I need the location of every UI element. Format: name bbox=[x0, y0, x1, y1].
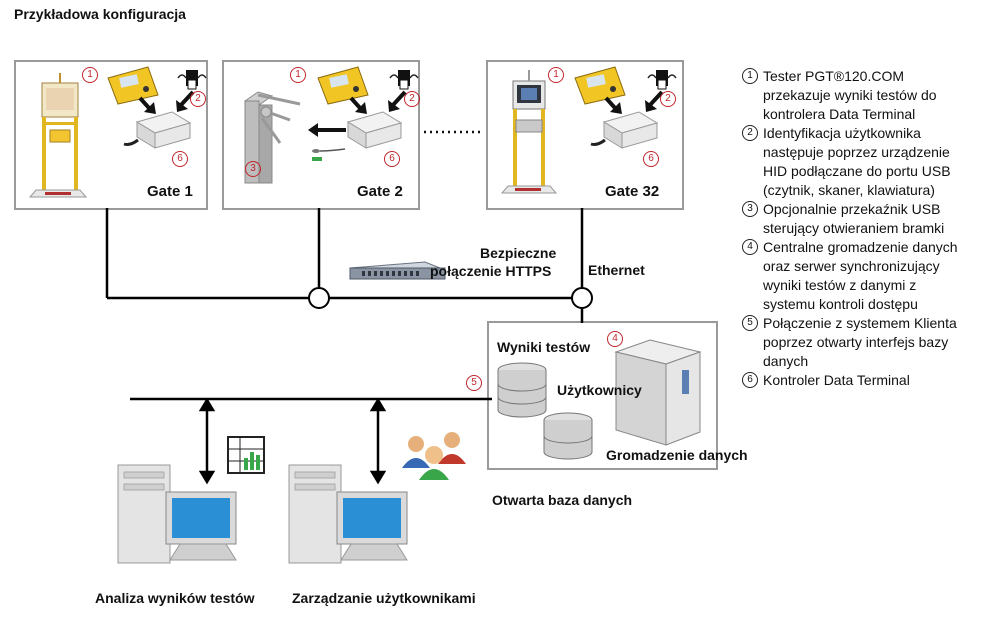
legend-line: danych bbox=[763, 353, 809, 369]
network-lines bbox=[105, 208, 584, 401]
marker-6-gate2: 6 bbox=[384, 151, 400, 167]
ethernet-label: Ethernet bbox=[588, 262, 645, 278]
legend-line: przekazuje wyniki testów do bbox=[763, 87, 937, 103]
legend-number: 2 bbox=[742, 125, 758, 141]
legend-line: poprzez otwarty interfejs bazy bbox=[763, 334, 949, 350]
gate1-kiosk-icon bbox=[28, 73, 88, 198]
legend-line: (czytnik, skaner, klawiatura) bbox=[763, 182, 935, 198]
legend-text: Opcjonalnie przekaźnik USB sterujący otwi… bbox=[763, 200, 944, 238]
legend-text: Kontroler Data Terminal bbox=[763, 371, 910, 390]
router-icon bbox=[349, 261, 446, 280]
legend-number: 6 bbox=[742, 372, 758, 388]
legend-text: Tester PGT®120.COM przekazuje wyniki test… bbox=[763, 67, 937, 124]
secure-connection-label-1: Bezpieczne bbox=[480, 245, 557, 261]
gate2-reader-icon bbox=[389, 70, 419, 90]
computer-user-mgmt-icon bbox=[288, 464, 408, 564]
marker-1-gate32: 1 bbox=[548, 67, 564, 83]
gate2-tester-icon bbox=[317, 66, 369, 105]
gate2-label: Gate 2 bbox=[357, 183, 403, 200]
legend-item: 2 Identyfikacja użytkownika następuje popr… bbox=[742, 124, 987, 200]
legend-line: Centralne gromadzenie danych bbox=[763, 239, 958, 255]
gate2-controller-icon bbox=[346, 111, 403, 149]
users-db-label: Użytkownicy bbox=[557, 382, 642, 398]
secure-connection-label-2: połączenie HTTPS bbox=[430, 263, 552, 279]
marker-2-gate32: 2 bbox=[660, 91, 676, 107]
legend-item: 4 Centralne gromadzenie danych oraz serwer… bbox=[742, 238, 987, 314]
arrow-analysis bbox=[198, 397, 216, 485]
marker-2-gate1: 2 bbox=[190, 91, 206, 107]
legend-line: Połączenie z systemem Klienta bbox=[763, 315, 957, 331]
legend-item: 3 Opcjonalnie przekaźnik USB sterujący otw… bbox=[742, 200, 987, 238]
marker-6-gate1: 6 bbox=[172, 151, 188, 167]
legend-number: 4 bbox=[742, 239, 758, 255]
legend-text: Połączenie z systemem Klienta poprzez otw… bbox=[763, 314, 957, 371]
legend-item: 5 Połączenie z systemem Klienta poprzez ot… bbox=[742, 314, 987, 371]
legend-line: Identyfikacja użytkownika bbox=[763, 125, 921, 141]
gate32-tester-icon bbox=[574, 66, 626, 105]
legend-item: 6 Kontroler Data Terminal bbox=[742, 371, 987, 390]
computer-analysis-icon bbox=[117, 464, 237, 564]
legend-number: 1 bbox=[742, 68, 758, 84]
analysis-label: Analiza wyników testów bbox=[95, 590, 255, 606]
marker-3-gate2: 3 bbox=[245, 161, 261, 177]
marker-5-interface: 5 bbox=[466, 375, 482, 391]
legend-line: oraz serwer synchronizujący bbox=[763, 258, 940, 274]
junction-ethernet bbox=[571, 287, 593, 309]
legend-line: HID podłączane do portu USB bbox=[763, 163, 951, 179]
open-database-label: Otwarta baza danych bbox=[492, 492, 633, 508]
marker-1-gate2: 1 bbox=[290, 67, 306, 83]
gate32-reader-icon bbox=[647, 70, 677, 90]
legend-text: Identyfikacja użytkownika następuje poprz… bbox=[763, 124, 951, 200]
gate2-left-arrow-icon bbox=[308, 123, 346, 137]
report-icon bbox=[227, 436, 265, 474]
legend-line: systemu kontroli dostępu bbox=[763, 296, 918, 312]
gate1-label: Gate 1 bbox=[147, 183, 193, 200]
marker-1-gate1: 1 bbox=[82, 67, 98, 83]
legend-line: następuje poprzez urządzenie bbox=[763, 144, 950, 160]
server-icon bbox=[614, 339, 702, 446]
legend: 1 Tester PGT®120.COM przekazuje wyniki tes… bbox=[742, 67, 987, 390]
legend-line: Opcjonalnie przekaźnik USB bbox=[763, 201, 941, 217]
data-collection-label: Gromadzenie danych bbox=[606, 447, 748, 463]
legend-line: Tester PGT®120.COM bbox=[763, 68, 905, 84]
database-users-icon bbox=[543, 412, 593, 460]
junction-gate2 bbox=[308, 287, 330, 309]
legend-line: sterujący otwieraniem bramki bbox=[763, 220, 945, 236]
gate32-label: Gate 32 bbox=[605, 183, 660, 200]
gate2-relay-icon bbox=[312, 148, 346, 161]
legend-item: 1 Tester PGT®120.COM przekazuje wyniki tes… bbox=[742, 67, 987, 124]
legend-number: 3 bbox=[742, 201, 758, 217]
gate32-controller-icon bbox=[590, 111, 659, 149]
page-title: Przykładowa konfiguracja bbox=[14, 6, 186, 22]
users-group-icon bbox=[402, 432, 466, 480]
gate2-arrows-icon bbox=[349, 90, 407, 114]
results-db-label: Wyniki testów bbox=[497, 339, 591, 355]
legend-number: 5 bbox=[742, 315, 758, 331]
legend-text: Centralne gromadzenie danych oraz serwer … bbox=[763, 238, 958, 314]
legend-line: wyniki testów z danymi z bbox=[763, 277, 917, 293]
marker-6-gate32: 6 bbox=[643, 151, 659, 167]
arrow-user-mgmt bbox=[369, 397, 387, 485]
gate1-tester-icon bbox=[107, 66, 159, 105]
database-results-icon bbox=[497, 362, 547, 418]
gate32-kiosk-icon bbox=[500, 70, 558, 194]
marker-2-gate2: 2 bbox=[404, 91, 420, 107]
gate1-reader-icon bbox=[177, 70, 207, 90]
marker-4-database: 4 bbox=[607, 331, 623, 347]
gate1-controller-icon bbox=[123, 111, 192, 149]
legend-line: Kontroler Data Terminal bbox=[763, 372, 910, 388]
legend-line: kontrolera Data Terminal bbox=[763, 106, 916, 122]
user-management-label: Zarządzanie użytkownikami bbox=[292, 590, 476, 606]
